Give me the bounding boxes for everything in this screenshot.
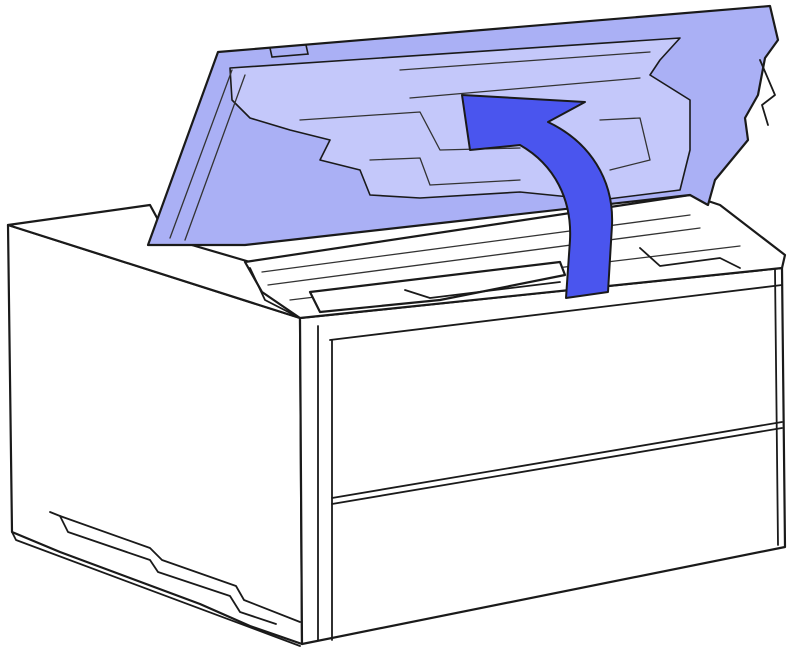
printer-body [6, 203, 787, 646]
printer-foot-left [11, 531, 301, 647]
interior-roller [308, 260, 567, 314]
tray-slot [49, 511, 277, 625]
curved-up-arrow-icon [461, 94, 614, 299]
arrow-shape [461, 94, 614, 299]
interior-rail-1 [261, 214, 691, 273]
cover-rib-1 [399, 51, 651, 71]
cover-rib-2 [409, 77, 641, 99]
front-divider-line [331, 421, 783, 499]
front-right-edge [774, 269, 779, 546]
cover-left-edge [169, 69, 233, 239]
cover-rib-4 [369, 157, 521, 186]
interior-bracket-right [639, 247, 741, 269]
cover-handle-tab [269, 44, 309, 58]
cover-hinge [759, 59, 776, 126]
front-divider-line-2 [331, 427, 783, 505]
front-upper-panel [329, 284, 783, 341]
cover-rib-5 [599, 117, 651, 171]
interior-rail-2 [267, 227, 701, 286]
printer-foot [11, 531, 301, 647]
cover-left-edge-2 [184, 74, 246, 241]
interior-guide [404, 281, 561, 299]
tray-slot-lower [59, 515, 301, 623]
printer-front-panel [298, 266, 787, 646]
interior-bracket-left [249, 267, 301, 319]
printer-top-back [6, 203, 302, 320]
